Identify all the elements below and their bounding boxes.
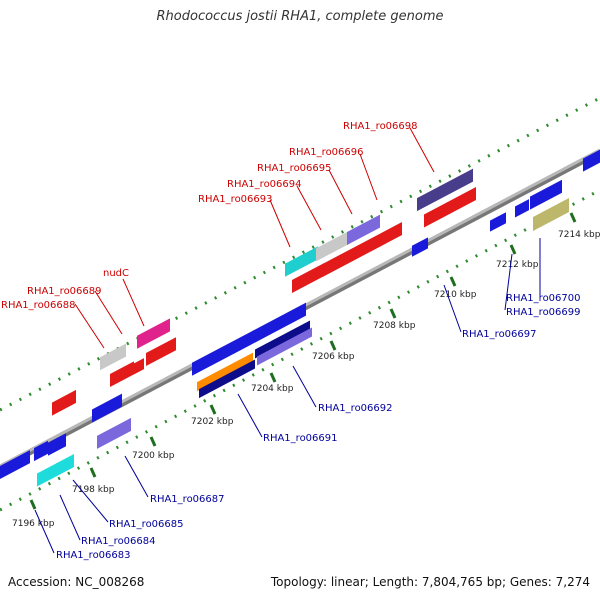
accession-text: Accession: NC_008268 xyxy=(8,575,145,589)
gene-label[interactable]: RHA1_ro06691 xyxy=(263,433,338,444)
ruler-tick-mark xyxy=(269,372,277,383)
gene-forward-blue-h[interactable] xyxy=(515,199,529,218)
leader-line xyxy=(292,365,317,408)
ruler-tick-mark xyxy=(389,308,397,319)
gene-ro06692b[interactable] xyxy=(257,327,312,366)
gene-label[interactable]: RHA1_ro06698 xyxy=(343,121,418,132)
gene-forward-blue-b[interactable] xyxy=(192,332,250,376)
ruler-tick-mark xyxy=(89,467,97,478)
lower-dotted-guide xyxy=(0,188,600,512)
gene-ro06696[interactable] xyxy=(347,214,380,246)
gene-label[interactable]: RHA1_ro06687 xyxy=(150,494,225,505)
gene-label[interactable]: RHA1_ro06697 xyxy=(462,329,537,340)
leader-line xyxy=(59,494,81,541)
gene-red-f[interactable] xyxy=(385,222,402,245)
gene-label[interactable]: RHA1_ro06693 xyxy=(198,194,273,205)
ruler-label: 7204 kbp xyxy=(251,384,294,394)
ruler-label: 7196 kbp xyxy=(12,519,55,529)
gene-red-d[interactable] xyxy=(323,246,355,277)
gene-label[interactable]: RHA1_ro06688 xyxy=(1,300,76,311)
gene-red-b[interactable] xyxy=(146,337,176,367)
genome-summary-text: Topology: linear; Length: 7,804,765 bp; … xyxy=(270,575,590,589)
leader-line xyxy=(359,153,378,201)
ruler-tick-mark xyxy=(509,244,517,255)
ruler-tick-mark xyxy=(29,499,37,510)
gene-ro06691[interactable] xyxy=(199,359,255,399)
ruler-label: 7198 kbp xyxy=(72,485,115,495)
ruler-tick-mark xyxy=(449,276,457,287)
leader-line xyxy=(296,185,322,231)
gene-forward-blue-c[interactable] xyxy=(530,179,562,210)
ruler-label: 7208 kbp xyxy=(373,321,416,331)
gene-forward-blue-f[interactable] xyxy=(34,440,48,462)
leader-line xyxy=(72,479,109,523)
gene-forward-blue-g[interactable] xyxy=(48,433,66,456)
gene-label[interactable]: RHA1_ro06694 xyxy=(227,179,302,190)
leader-line xyxy=(74,303,105,349)
leader-line xyxy=(269,199,291,248)
ruler-tick-mark xyxy=(209,404,217,415)
gene-forward-blue-d[interactable] xyxy=(92,393,122,423)
leader-line xyxy=(94,290,123,335)
leader-line xyxy=(409,127,435,173)
gene-label[interactable]: RHA1_ro06699 xyxy=(506,307,581,318)
leader-line xyxy=(504,253,513,311)
ruler-tick-mark xyxy=(149,436,157,447)
gene-ro06691-orange[interactable] xyxy=(197,352,253,392)
gene-ro06687[interactable] xyxy=(97,417,131,449)
gene-label[interactable]: RHA1_ro06685 xyxy=(109,519,184,530)
gene-forward-blue-j[interactable] xyxy=(583,149,600,172)
gene-red-a[interactable] xyxy=(110,361,134,388)
ruler-label: 7202 kbp xyxy=(191,417,234,427)
gene-label[interactable]: RHA1_ro06692 xyxy=(318,403,393,414)
ruler-label: 7210 kbp xyxy=(434,290,477,300)
gene-label[interactable]: RHA1_ro06683 xyxy=(56,550,131,561)
gene-label[interactable]: nudC xyxy=(103,268,129,279)
gene-ro06698[interactable] xyxy=(417,168,473,212)
gene-red-c[interactable] xyxy=(292,263,324,294)
gene-ro06694[interactable] xyxy=(316,230,349,262)
gene-ro06697[interactable] xyxy=(412,237,428,257)
gene-ro06692[interactable] xyxy=(255,320,310,359)
gene-label[interactable]: RHA1_ro06696 xyxy=(289,147,364,158)
gene-red-e[interactable] xyxy=(355,231,385,260)
leader-line xyxy=(237,393,263,438)
gene-red-g[interactable] xyxy=(424,187,476,228)
gene-forward-blue-i[interactable] xyxy=(490,212,506,232)
ruler-label: 7212 kbp xyxy=(496,260,539,270)
ruler-tick-mark xyxy=(329,340,337,351)
ruler-label: 7200 kbp xyxy=(132,451,175,461)
gene-forward-blue-a[interactable] xyxy=(250,302,306,346)
leader-line xyxy=(443,284,462,333)
gene-forward-blue-e[interactable] xyxy=(0,450,30,479)
gene-label[interactable]: RHA1_ro06700 xyxy=(506,293,581,304)
gene-label[interactable]: RHA1_ro06689 xyxy=(27,286,102,297)
gene-ro06683[interactable] xyxy=(37,462,57,487)
ruler-label: 7206 kbp xyxy=(312,352,355,362)
gene-label[interactable]: RHA1_ro06695 xyxy=(257,163,332,174)
gene-ro06688[interactable] xyxy=(100,343,126,371)
gene-ro06684[interactable] xyxy=(56,453,74,477)
genome-title: Rhodococcus jostii RHA1, complete genome xyxy=(156,9,444,24)
ruler-tick-mark xyxy=(569,212,577,223)
gene-red-h[interactable] xyxy=(52,389,76,416)
upper-dotted-guide xyxy=(0,96,600,412)
gene-nudC[interactable] xyxy=(137,318,170,349)
leader-line xyxy=(34,509,55,554)
gene-red-i[interactable] xyxy=(134,358,144,375)
gene-label[interactable]: RHA1_ro06684 xyxy=(81,536,156,547)
leader-line xyxy=(328,169,353,215)
ruler-label: 7214 kbp xyxy=(558,230,600,240)
leader-line xyxy=(124,455,149,498)
gene-ro06699[interactable] xyxy=(533,198,569,231)
leader-line xyxy=(122,278,145,327)
gene-ro06693[interactable] xyxy=(285,246,318,277)
